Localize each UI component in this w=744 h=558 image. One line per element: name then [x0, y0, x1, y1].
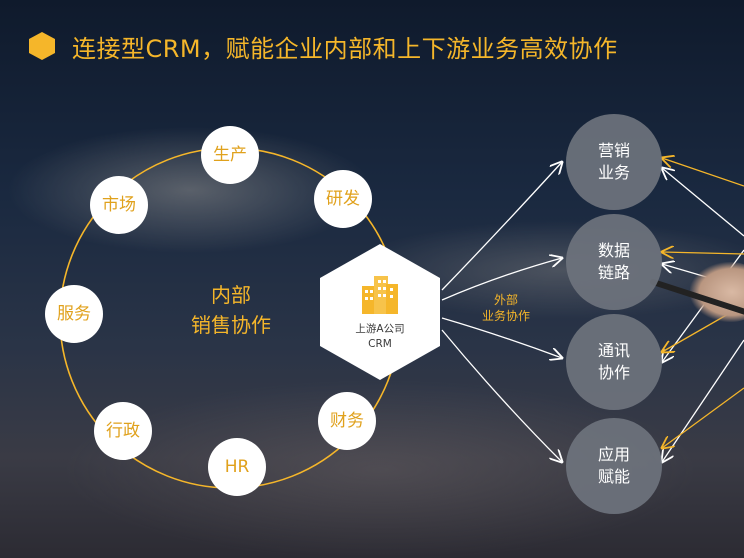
node-line2: 链路: [597, 263, 630, 282]
hub-label-line2: CRM: [368, 338, 392, 350]
node-line1: 数据: [597, 241, 630, 260]
hub-arrows: [441, 162, 562, 462]
node-label: 生产: [213, 145, 247, 165]
node-line1: 营销: [597, 141, 630, 160]
node-label: 行政: [106, 421, 140, 441]
internal-node-finance: 财务: [318, 392, 376, 450]
hub-label-line1: 上游A公司: [355, 323, 405, 335]
node-line2: 业务: [597, 163, 630, 182]
hexagon-icon: [29, 32, 55, 60]
center-line1: 内部: [211, 283, 251, 307]
node-line1: 通讯: [597, 341, 630, 360]
node-label: 市场: [102, 195, 136, 215]
building-icon: [362, 276, 398, 314]
external-label: 外部 业务协作: [466, 292, 546, 324]
node-label: 研发: [326, 189, 360, 209]
node-label: 财务: [330, 411, 364, 431]
hand-image: [690, 262, 744, 322]
external-node-data: 数据链路: [566, 214, 662, 310]
page-title: 连接型CRM，赋能企业内部和上下游业务高效协作: [72, 34, 618, 63]
node-label: HR: [224, 457, 250, 477]
internal-node-production: 生产: [201, 126, 259, 184]
internal-node-service: 服务: [45, 285, 103, 343]
node-line1: 应用: [597, 445, 630, 464]
node-label: 服务: [57, 304, 91, 324]
node-line2: 协作: [597, 363, 630, 382]
external-node-communication: 通讯协作: [566, 314, 662, 410]
external-label-line1: 外部: [493, 293, 518, 307]
internal-node-rnd: 研发: [314, 170, 372, 228]
header: 连接型CRM，赋能企业内部和上下游业务高效协作: [26, 26, 618, 66]
internal-center-label: 内部 销售协作: [161, 280, 301, 340]
center-line2: 销售协作: [191, 313, 271, 337]
external-node-marketing: 营销业务: [566, 114, 662, 210]
external-node-application: 应用赋能: [566, 418, 662, 514]
internal-node-market: 市场: [90, 176, 148, 234]
external-label-line2: 业务协作: [481, 309, 530, 323]
internal-node-admin: 行政: [94, 402, 152, 460]
internal-node-hr: HR: [208, 438, 266, 496]
node-line2: 赋能: [597, 467, 630, 486]
